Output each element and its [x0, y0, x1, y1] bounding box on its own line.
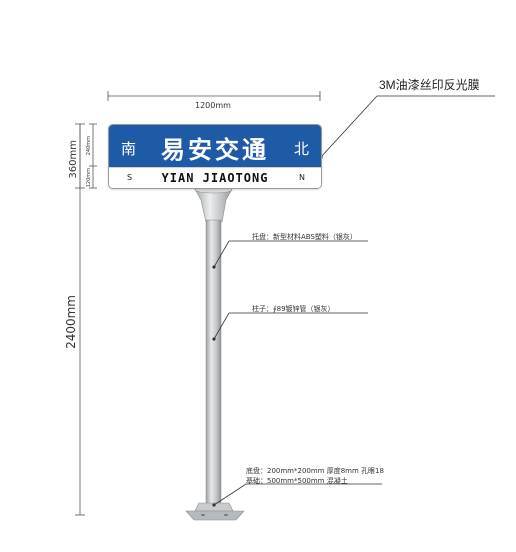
- bottom-height-label: 120mm: [86, 168, 92, 188]
- tray-callout-label: 托盘：新型材料ABS塑料（银灰）: [252, 233, 357, 241]
- foundation-callout-label: 基础：500mm*500mm 混凝土: [246, 477, 348, 485]
- pole-shape: [205, 219, 222, 505]
- base-plate-callout-label: 底盘：200mm*200mm 厚度8mm 孔眼18: [246, 467, 384, 475]
- leader-dots: [212, 155, 323, 507]
- tray-shape: [194, 186, 233, 223]
- width-dimension-label: 1200mm: [195, 101, 231, 110]
- top-height-label: 240mm: [86, 136, 92, 156]
- sign-dir-left-en: S: [127, 173, 133, 182]
- sign-dir-right-cn: 北: [293, 140, 309, 158]
- sign-dir-left-cn: 南: [121, 140, 137, 158]
- sign-height-label: 360mm: [68, 140, 79, 179]
- sign-top-panel: 南 易安交通 北: [109, 125, 321, 167]
- height-dimension-lines: [75, 123, 97, 516]
- leader-lines: [213, 95, 495, 506]
- width-dimension-line: [107, 91, 321, 101]
- base-plate-shape: [185, 502, 245, 521]
- pole-callout-label: 柱子：∮89镀锌管（银灰）: [252, 305, 335, 313]
- street-sign: 南 易安交通 北 S YIAN JIAOTONG N: [108, 124, 322, 189]
- sign-dir-right-en: N: [299, 173, 305, 182]
- sign-chinese-name: 易安交通: [161, 136, 269, 164]
- film-callout-label: 3M油漆丝印反光膜: [379, 78, 480, 92]
- sign-pinyin-name: YIAN JIAOTONG: [161, 171, 269, 185]
- pole-height-label: 2400mm: [64, 295, 78, 349]
- sign-bottom-panel: S YIAN JIAOTONG N: [109, 167, 321, 188]
